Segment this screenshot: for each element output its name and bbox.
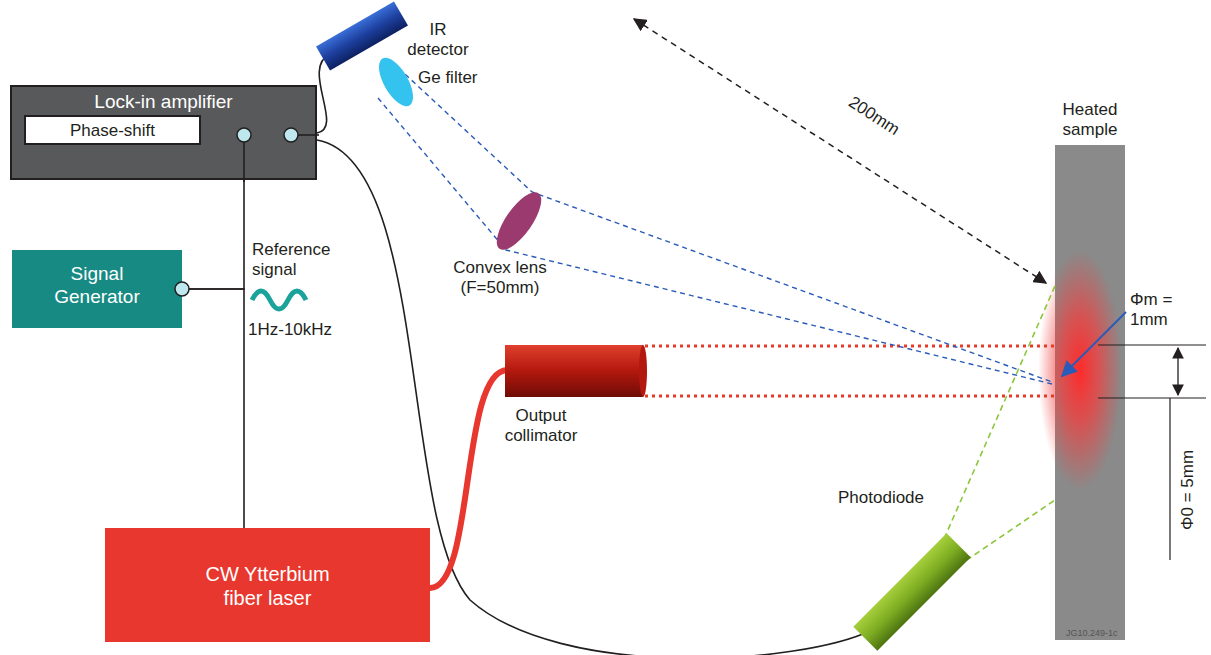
laser-beam xyxy=(645,395,1055,398)
dimension-arrow xyxy=(1177,348,1178,395)
dimension-line xyxy=(1169,398,1170,560)
optical-fiber xyxy=(430,370,507,588)
part-label: Output collimator xyxy=(486,406,596,445)
node-text: Lock-in amplifier xyxy=(19,91,309,114)
convex-lens xyxy=(489,186,549,257)
part-label: Photodiode xyxy=(838,488,948,508)
part-label: Ge filter xyxy=(418,68,508,88)
dimension-line xyxy=(1098,397,1206,398)
part-label: IR detector xyxy=(402,20,474,59)
figure-id: JG10.249-1c xyxy=(1066,628,1126,638)
output-collimator xyxy=(505,345,643,397)
ir-ray xyxy=(378,98,1052,384)
node-text: CW Ytterbium fiber laser xyxy=(193,562,343,610)
dimension-label: Φ0 = 5mm xyxy=(1178,448,1198,532)
ir-detector xyxy=(316,1,408,70)
laser-beam xyxy=(645,345,1055,348)
heat-spot xyxy=(1038,250,1122,490)
photodiode xyxy=(853,533,970,650)
spot-leader xyxy=(1062,312,1126,376)
ge-filter xyxy=(372,53,420,112)
reference-wave xyxy=(252,291,306,309)
dimension-label: Φm = 1mm xyxy=(1130,290,1210,329)
dimension-line xyxy=(1098,344,1206,345)
part-label: Convex lens (F=50mm) xyxy=(440,258,560,297)
signal-label: 1Hz-10kHz xyxy=(248,320,348,340)
laser-box: CW Ytterbium fiber laser xyxy=(105,528,430,642)
instrument-box: Lock-in amplifierPhase-shift xyxy=(10,85,317,180)
node-text: Signal Generator xyxy=(42,263,152,309)
photodiode-view xyxy=(958,500,1055,566)
connector-socket xyxy=(172,279,192,299)
dimension-label: 200mm xyxy=(843,91,905,140)
part-label: Heated sample xyxy=(1040,100,1140,139)
signal-wire xyxy=(182,289,244,528)
instrument-box: Signal Generator xyxy=(12,250,182,328)
control-box: Phase-shift xyxy=(24,115,201,145)
photodiode-view xyxy=(940,286,1055,548)
signal-wire xyxy=(182,180,244,289)
node-text: Phase-shift xyxy=(30,121,195,141)
signal-label: Reference signal xyxy=(252,240,342,279)
output-collimator xyxy=(639,345,647,397)
distance-arrow xyxy=(634,19,1046,283)
ir-ray xyxy=(392,62,1052,382)
